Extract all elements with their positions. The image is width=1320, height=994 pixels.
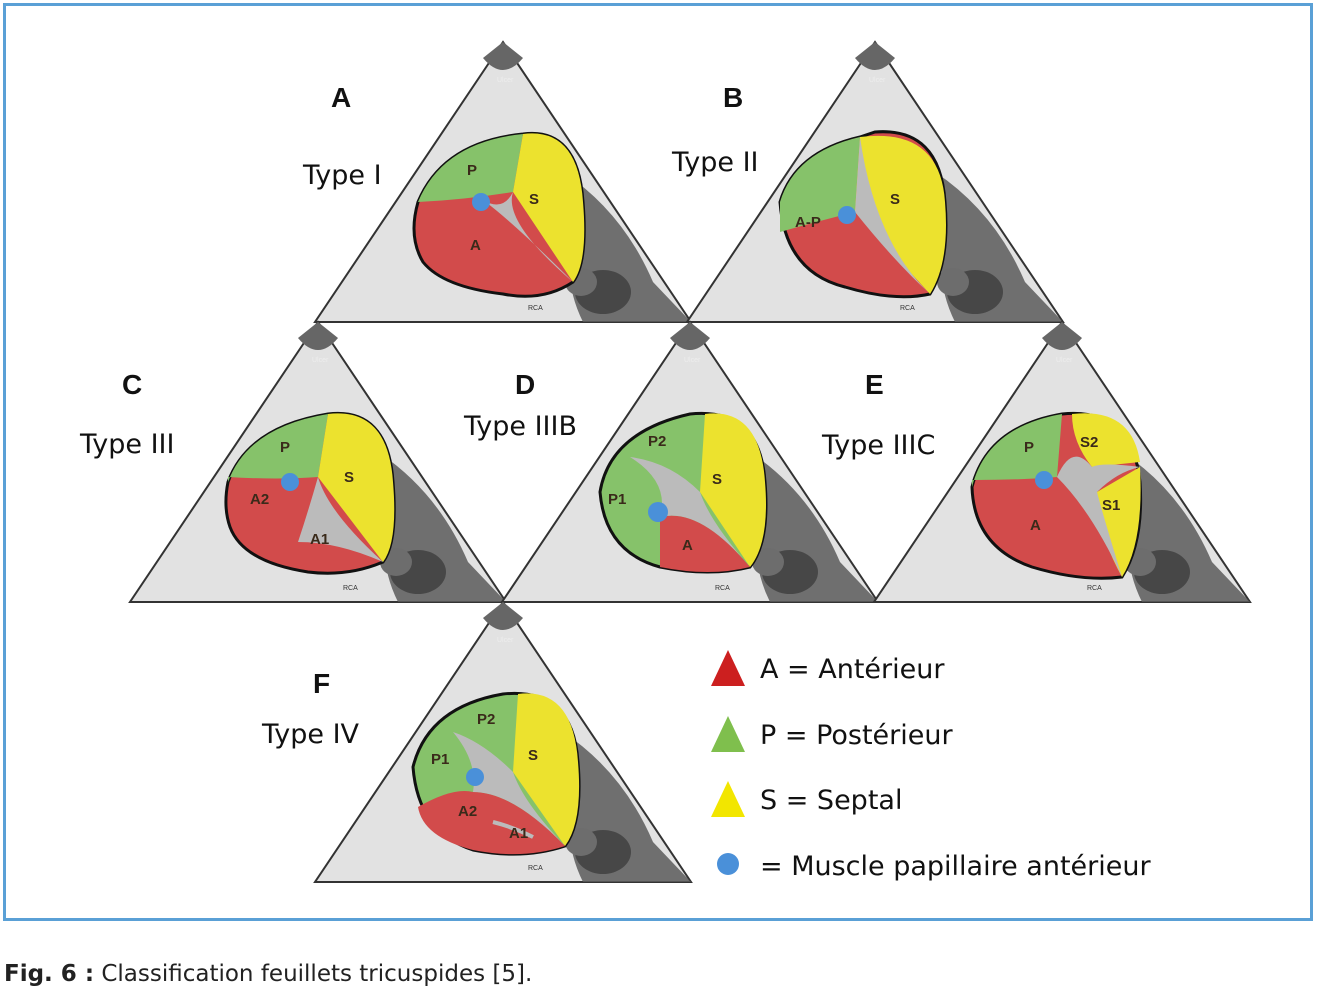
leaflet-label: P (467, 162, 477, 179)
panel-letter: D (515, 369, 535, 400)
panel-letter: E (865, 369, 884, 400)
papillary-muscle-icon (1035, 471, 1053, 489)
leaflet-label: S (528, 747, 538, 764)
leaflet-label: P1 (431, 751, 449, 768)
papillary-muscle-icon (648, 502, 668, 522)
leaflet-label: A1 (509, 825, 528, 842)
panel-e-ulcer-label: Ulcer (1056, 357, 1073, 364)
leaflet-label: S (890, 191, 900, 208)
panel-letter: F (313, 668, 330, 699)
leaflet-label: S2 (1080, 434, 1098, 451)
panel-b-rca-label: RCA (900, 305, 915, 312)
figure-caption: Fig. 6 : Classification feuillets tricus… (4, 961, 532, 987)
leaflet-label: S (529, 191, 539, 208)
leaflet-label: A1 (310, 531, 329, 548)
papillary-muscle-icon (281, 473, 299, 491)
panel-d-diagram: Ulcer P2 P1 S A RCA (501, 321, 879, 603)
panel-b-diagram: Ulcer S A-P RCA (686, 41, 1064, 323)
panel-f-ulcer-label: Ulcer (497, 637, 514, 644)
leaflet-label: A (470, 237, 481, 254)
panel-type-label: Type III (79, 429, 175, 460)
leaflet-label: P (280, 439, 290, 456)
leaflet-label: A2 (458, 803, 477, 820)
legend-anterior-triangle-icon (711, 650, 745, 686)
legend-septal-triangle-icon (711, 781, 745, 817)
legend: A = Antérieur P = Postérieur S = Septal … (711, 650, 1151, 882)
papillary-muscle-icon (838, 206, 856, 224)
leaflet-label: P1 (608, 491, 626, 508)
caption-text: Classification feuillets tricuspides [5]… (94, 961, 533, 987)
leaflet-label: P2 (648, 433, 666, 450)
legend-item-label: A = Antérieur (760, 654, 945, 685)
panel-c-ulcer-label: Ulcer (312, 357, 329, 364)
panel-type-label: Type II (671, 147, 759, 178)
panel-c-rca-label: RCA (343, 585, 358, 592)
caption-label: Fig. 6 : (4, 961, 95, 987)
panel-a-rca-label: RCA (528, 305, 543, 312)
panel-f-diagram: Ulcer P2 P1 S A2 A1 RCA (314, 601, 692, 883)
legend-item-label: S = Septal (760, 785, 902, 816)
leaflet-label: A (1030, 517, 1041, 534)
panel-f-rca-label: RCA (528, 865, 543, 872)
papillary-muscle-icon (472, 193, 490, 211)
legend-posterior-triangle-icon (711, 716, 745, 752)
leaflet-label: A (682, 537, 693, 554)
legend-item-label: P = Postérieur (760, 720, 953, 751)
panel-type-label: Type IV (261, 719, 360, 750)
panel-e-diagram: Ulcer P S2 S1 A RCA (873, 321, 1251, 603)
panel-a-ulcer-label: Ulcer (497, 77, 514, 84)
leaflet-label: P2 (477, 711, 495, 728)
panel-d-rca-label: RCA (715, 585, 730, 592)
panel-type-label: Type IIIB (463, 411, 577, 442)
leaflet-label: A2 (250, 491, 269, 508)
leaflet-label: P (1024, 439, 1034, 456)
legend-item-label: = Muscle papillaire antérieur (760, 851, 1151, 882)
leaflet-label: S (712, 471, 722, 488)
panel-b-ulcer-label: Ulcer (869, 77, 886, 84)
leaflet-label: S1 (1102, 497, 1120, 514)
panel-letter: B (723, 82, 743, 113)
panel-letter: A (331, 82, 351, 113)
panel-letter: C (122, 369, 142, 400)
panel-c-diagram: Ulcer P S A2 A1 RCA (129, 321, 507, 603)
leaflet-label: A-P (795, 214, 821, 231)
panel-type-label: Type I (302, 160, 382, 191)
legend-papillary-circle-icon (717, 853, 739, 875)
panel-e-rca-label: RCA (1087, 585, 1102, 592)
leaflet-label: S (344, 469, 354, 486)
panel-a-diagram: Ulcer P S A RCA (314, 41, 692, 323)
panel-d-ulcer-label: Ulcer (684, 357, 701, 364)
papillary-muscle-icon (466, 768, 484, 786)
panel-type-label: Type IIIC (821, 430, 935, 461)
